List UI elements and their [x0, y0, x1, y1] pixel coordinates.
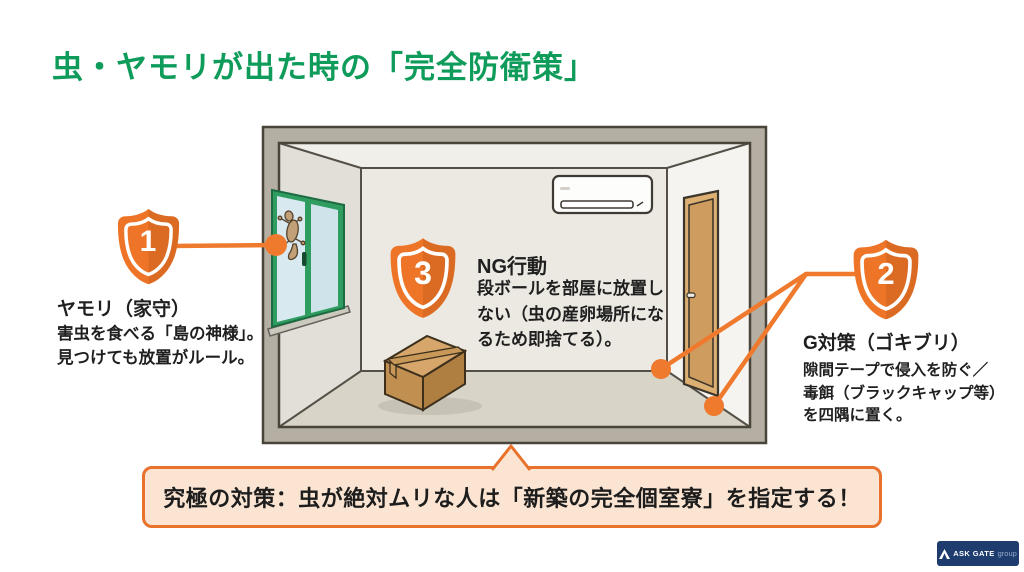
connector-line-1 — [167, 242, 279, 249]
callout-1-label: ヤモリ（家守） — [57, 299, 191, 320]
window-handle — [302, 252, 307, 266]
connector-dot-corner — [704, 396, 724, 416]
callout-3-label: NG行動 — [477, 256, 547, 278]
air-conditioner-icon — [551, 174, 654, 215]
page-title: 虫・ヤモリが出た時の「完全防衛策」 — [52, 50, 596, 85]
brand-suffix: group — [997, 549, 1017, 558]
connector-dot-window — [265, 234, 287, 256]
window-icon — [267, 188, 351, 337]
callout-2-description: 隙間テープで侵入を防ぐ／ 毒餌（ブラックキャップ等） を四隅に置く。 — [803, 362, 1005, 424]
callout-3-description: 段ボールを部屋に放置し ない（虫の産卵場所にな るため即捨てる）。 — [477, 279, 664, 349]
shield-2-number: 2 — [877, 256, 895, 291]
gecko-icon — [277, 210, 306, 261]
callout-2-label: G対策（ゴキブリ） — [803, 333, 970, 354]
brand-logo-icon — [939, 548, 951, 559]
brand-logo: ASK GATE group — [937, 541, 1019, 566]
banner-text: 究極の対策：虫が絶対ムリな人は「新築の完全個室寮」を指定する！ — [163, 486, 861, 511]
door-icon — [682, 189, 720, 398]
cardboard-box-icon — [378, 334, 482, 415]
connector-dot-door — [651, 359, 671, 379]
ceiling — [279, 143, 750, 168]
callout-pointer-icon — [490, 444, 532, 471]
door-knob — [686, 292, 696, 299]
connector-line-2 — [658, 271, 871, 409]
shield-1-number: 1 — [139, 225, 157, 258]
callout-1-description: 害虫を食べる「島の神様」。 見つけても放置がルール。 — [57, 325, 264, 367]
shield-3-number: 3 — [414, 255, 432, 291]
brand-name: ASK GATE — [953, 549, 995, 558]
